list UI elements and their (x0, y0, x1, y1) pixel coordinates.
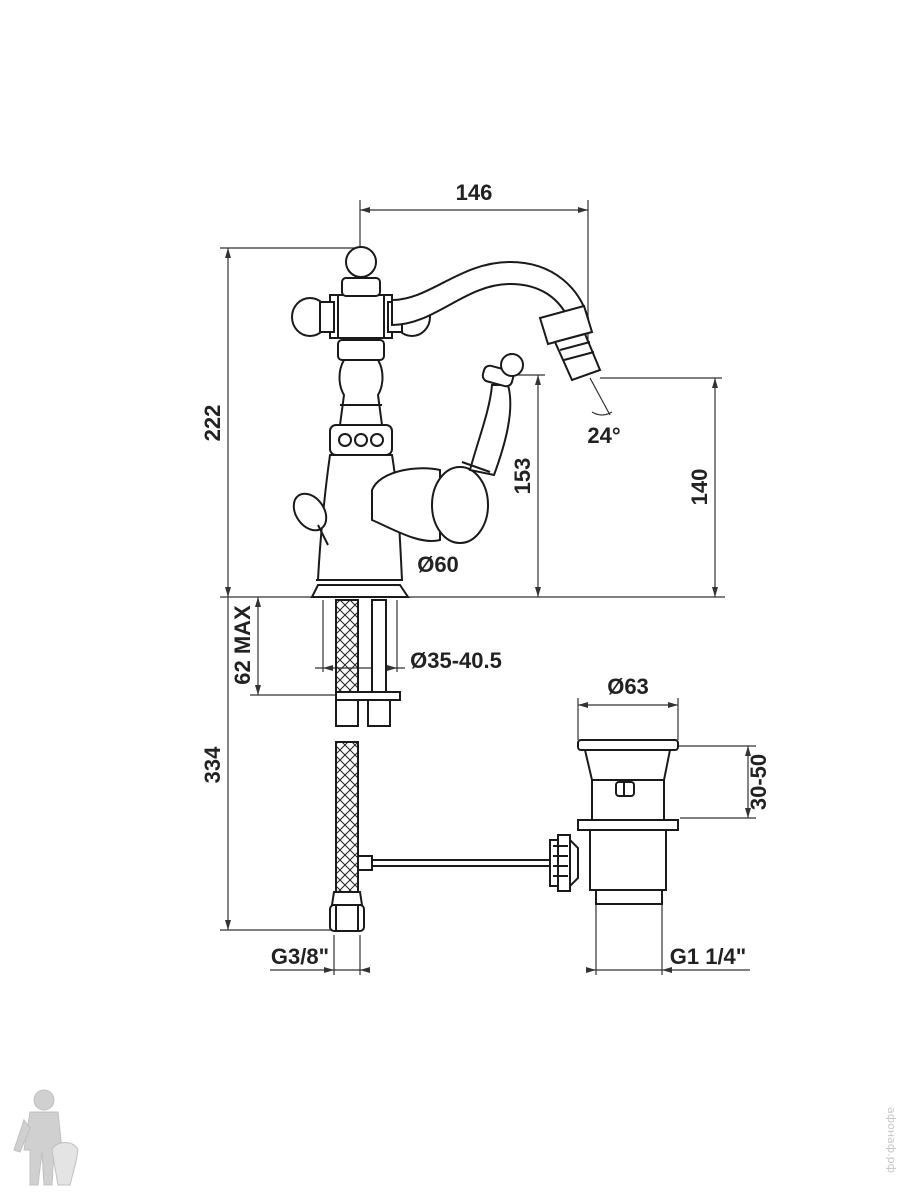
arrowheads (225, 207, 751, 973)
dim-plug-lift: 30-50 (746, 754, 771, 810)
popup-waste (549, 739, 679, 905)
faucet-body (291, 246, 602, 598)
dim-spout-angle: 24° (587, 423, 620, 448)
dim-outlet-height: 140 (687, 469, 712, 506)
dim-spout-height: 153 (510, 458, 535, 495)
plumber-logo (13, 1089, 79, 1186)
dim-base-diameter: Ø60 (417, 552, 459, 577)
dimension-lines (220, 200, 756, 975)
underdeck-parts (329, 599, 550, 932)
dim-hole-diameter: Ø35-40.5 (410, 648, 502, 673)
dim-plug-diameter: Ø63 (607, 674, 649, 699)
watermark-text: афонаф.рф (885, 1107, 898, 1173)
dim-total-height: 222 (200, 405, 225, 442)
dim-waste-thread: G1 1/4" (670, 944, 746, 969)
dim-max-deck-thickness: 62 MAX (230, 605, 255, 685)
dim-hose-thread: G3/8" (271, 944, 329, 969)
dim-hose-length: 334 (200, 746, 225, 783)
dim-total-reach: 146 (456, 180, 493, 205)
